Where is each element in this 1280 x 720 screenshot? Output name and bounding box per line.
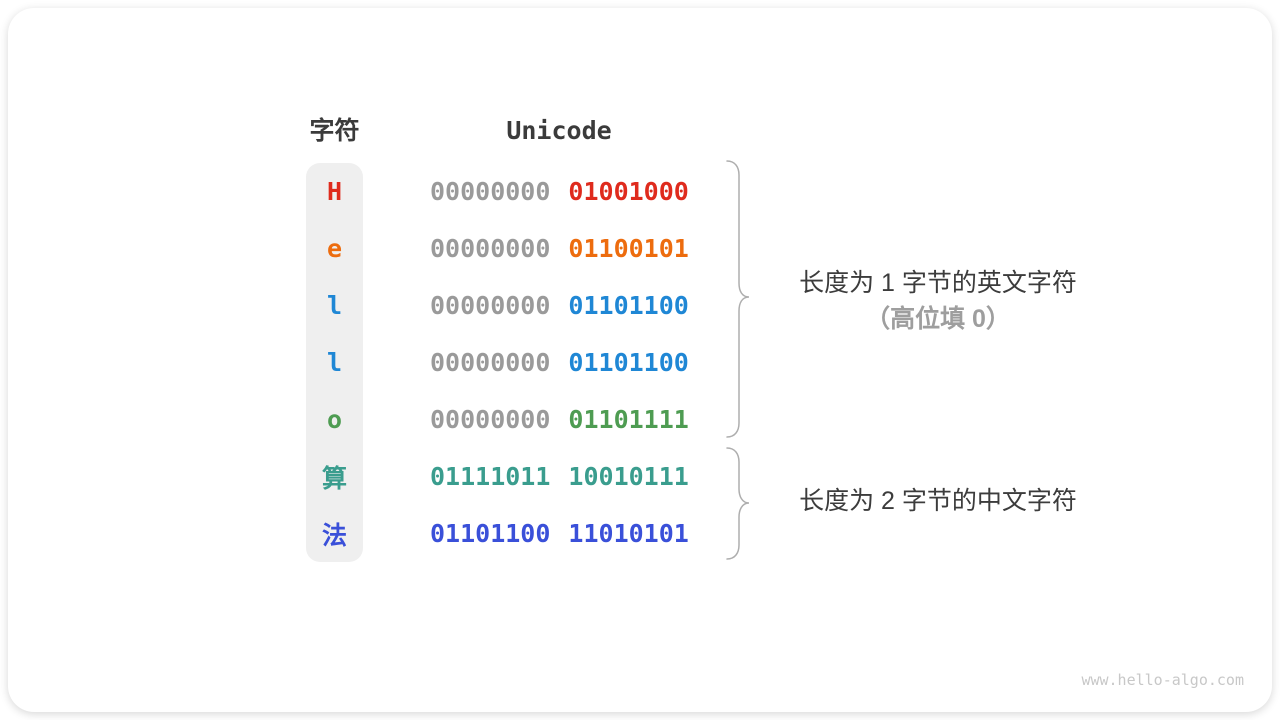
- byte1: 01101100: [430, 519, 551, 548]
- byte1: 00000000: [430, 177, 551, 206]
- annotation-chinese-chars: 长度为 2 字节的中文字符: [760, 483, 1116, 519]
- annotation-english-chars: 长度为 1 字节的英文字符 （高位填 0）: [760, 265, 1116, 337]
- table-row: o 00000000 01101111: [306, 391, 706, 448]
- byte1: 00000000: [430, 405, 551, 434]
- byte1: 00000000: [430, 291, 551, 320]
- diagram-card: [8, 8, 1272, 712]
- binary-value: 01101100 11010101: [430, 519, 689, 548]
- annotation-line: 长度为 1 字节的英文字符: [799, 269, 1077, 297]
- byte2: 01101111: [568, 405, 689, 434]
- binary-value: 00000000 01001000: [430, 177, 689, 206]
- char-cell: 法: [321, 520, 347, 550]
- table-row: l 00000000 01101100: [306, 277, 706, 334]
- binary-value: 00000000 01100101: [430, 234, 689, 263]
- char-cell: 算: [321, 463, 347, 493]
- header-character-column: 字符: [309, 117, 360, 145]
- table-row: 算 01111011 10010111: [306, 448, 706, 505]
- table-row: H 00000000 01001000: [306, 163, 706, 220]
- byte2: 01101100: [568, 348, 689, 377]
- byte2: 11010101: [568, 519, 689, 548]
- byte2: 01101100: [568, 291, 689, 320]
- header-unicode-column: Unicode: [506, 116, 612, 145]
- binary-value: 00000000 01101100: [430, 291, 689, 320]
- byte2: 01100101: [568, 234, 689, 263]
- table-row: l 00000000 01101100: [306, 334, 706, 391]
- byte1: 00000000: [430, 348, 551, 377]
- annotation-note-high-bits: （高位填 0）: [865, 305, 1011, 333]
- char-cell: e: [326, 234, 343, 263]
- byte1: 01111011: [430, 462, 551, 491]
- table-row: e 00000000 01100101: [306, 220, 706, 277]
- annotation-line: 长度为 2 字节的中文字符: [799, 487, 1077, 515]
- table-row: 法 01101100 11010101: [306, 505, 706, 562]
- byte2: 01001000: [568, 177, 689, 206]
- char-cell: l: [326, 291, 343, 320]
- char-cell: l: [326, 348, 343, 377]
- encoding-rows: H 00000000 01001000 e 00000000 01100101 …: [306, 163, 706, 562]
- binary-value: 01111011 10010111: [430, 462, 689, 491]
- binary-value: 00000000 01101100: [430, 348, 689, 377]
- watermark-url: www.hello-algo.com: [1081, 671, 1244, 689]
- character-column-background: [306, 163, 363, 562]
- char-cell: o: [326, 405, 343, 434]
- binary-value: 00000000 01101111: [430, 405, 689, 434]
- char-cell: H: [326, 177, 343, 206]
- byte2: 10010111: [568, 462, 689, 491]
- byte1: 00000000: [430, 234, 551, 263]
